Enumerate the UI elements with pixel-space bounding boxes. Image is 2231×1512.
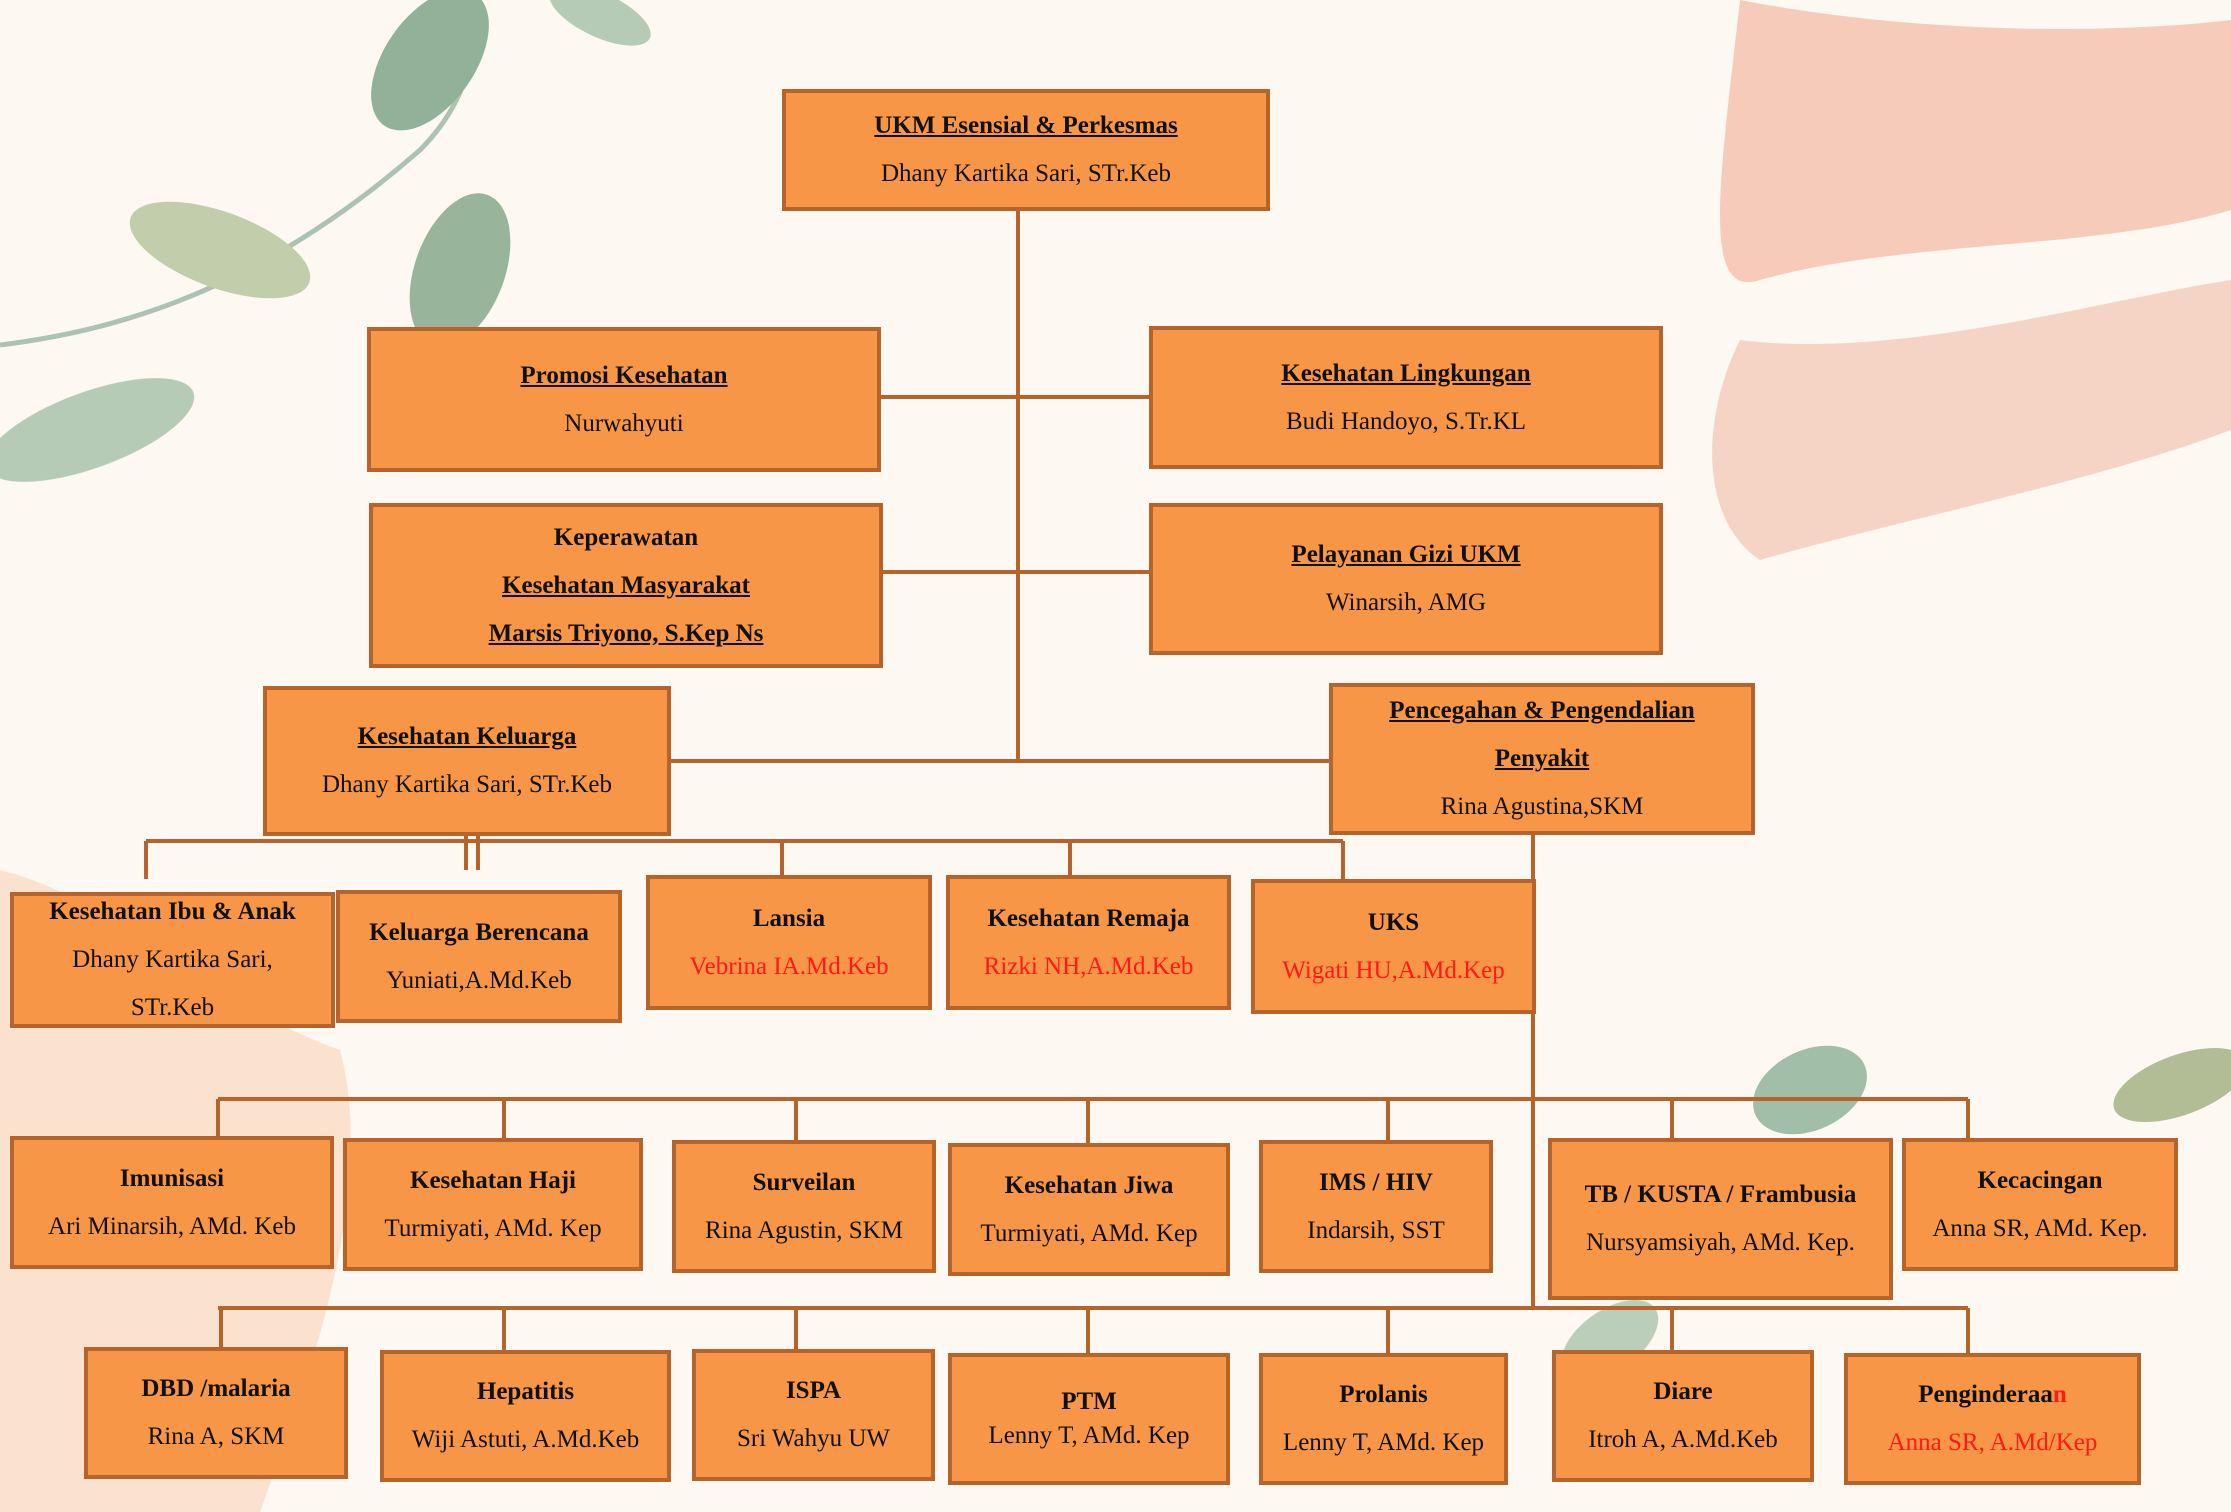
node-title: Kesehatan Haji xyxy=(410,1166,576,1194)
node-person: Lenny T, AMd. Kep xyxy=(988,1422,1190,1449)
node-person: Rizki NH,A.Md.Keb xyxy=(983,952,1194,980)
node-person: Wigati HU,A.Md.Kep xyxy=(1282,956,1505,984)
org-node-uks: UKS Wigati HU,A.Md.Kep xyxy=(1251,879,1536,1014)
node-person: Marsis Triyono, S.Kep Ns xyxy=(488,619,764,647)
node-title-main: Penginderaa xyxy=(1918,1381,2053,1408)
node-person: Wiji Astuti, A.Md.Keb xyxy=(411,1426,640,1453)
org-node-keluarga-berencana: Keluarga Berencana Yuniati,A.Md.Keb xyxy=(336,890,622,1023)
node-title: Keluarga Berencana xyxy=(369,918,589,946)
org-node-hepatitis: Hepatitis Wiji Astuti, A.Md.Keb xyxy=(380,1350,671,1482)
node-person: Anna SR, A.Md/Kep xyxy=(1887,1429,2098,1456)
node-title: UKS xyxy=(1367,908,1420,936)
org-node-promosi-kesehatan: Promosi Kesehatan Nurwahyuti xyxy=(367,327,881,472)
org-node-pelayanan-gizi: Pelayanan Gizi UKM Winarsih, AMG xyxy=(1149,503,1663,655)
node-person: Dhany Kartika Sari, STr.Keb xyxy=(321,771,613,798)
node-title: ISPA xyxy=(785,1377,842,1404)
node-title: Kecacingan xyxy=(1977,1166,2103,1194)
node-person: Nursyamsiyah, AMd. Kep. xyxy=(1586,1229,1855,1256)
node-title: Penginderaan xyxy=(1918,1371,2067,1419)
org-node-ptm: PTM Lenny T, AMd. Kep xyxy=(948,1353,1230,1485)
node-person: Turmiyati, AMd. Kep xyxy=(980,1219,1198,1247)
node-title: Hepatitis xyxy=(476,1378,575,1405)
node-person: Ari Minarsih, AMd. Keb xyxy=(48,1212,296,1240)
node-title: UKM Esensial & Perkesmas xyxy=(874,112,1178,139)
org-node-kesehatan-jiwa: Kesehatan Jiwa Turmiyati, AMd. Kep xyxy=(948,1143,1230,1276)
org-node-lansia: Lansia Vebrina IA.Md.Keb xyxy=(646,875,932,1010)
node-person: Rina Agustina,SKM xyxy=(1440,793,1644,820)
node-person: Budi Handoyo, S.Tr.KL xyxy=(1285,407,1527,435)
node-person: Turmiyati, AMd. Kep xyxy=(384,1214,602,1242)
node-person: Rina A, SKM xyxy=(147,1423,285,1450)
org-node-ukm-esensial: UKM Esensial & Perkesmas Dhany Kartika S… xyxy=(782,89,1270,211)
org-node-ims-hiv: IMS / HIV Indarsih, SST xyxy=(1259,1140,1493,1273)
node-title: Prolanis xyxy=(1339,1381,1428,1408)
node-title: Promosi Kesehatan xyxy=(520,361,728,389)
node-title: Surveilan xyxy=(752,1168,856,1196)
node-title: Imunisasi xyxy=(119,1164,225,1192)
node-title-end: n xyxy=(2052,1381,2067,1408)
node-person: Anna SR, AMd. Kep. xyxy=(1932,1214,2148,1242)
node-person-line-2: STr.Keb xyxy=(130,994,215,1021)
org-node-imunisasi: Imunisasi Ari Minarsih, AMd. Keb xyxy=(10,1136,334,1269)
org-node-tb-kusta-frambusia: TB / KUSTA / Frambusia Nursyamsiyah, AMd… xyxy=(1548,1138,1893,1300)
node-person-line-1: Dhany Kartika Sari, xyxy=(72,946,273,973)
org-node-perkesmas: Keperawatan Kesehatan Masyarakat Marsis … xyxy=(369,503,883,668)
node-title: DBD /malaria xyxy=(141,1375,291,1402)
node-person: Itroh A, A.Md.Keb xyxy=(1588,1426,1778,1453)
node-person: Sri Wahyu UW xyxy=(736,1425,891,1452)
node-person: Nurwahyuti xyxy=(564,409,684,437)
node-title: IMS / HIV xyxy=(1319,1168,1433,1196)
node-title: PTM xyxy=(1061,1388,1117,1415)
org-node-ispa: ISPA Sri Wahyu UW xyxy=(692,1349,935,1481)
node-title-line-1: Pencegahan & Pengendalian xyxy=(1389,697,1695,724)
node-person: Winarsih, AMG xyxy=(1325,589,1487,616)
node-title: Kesehatan Jiwa xyxy=(1004,1171,1174,1199)
org-node-surveilan: Surveilan Rina Agustin, SKM xyxy=(672,1140,936,1273)
node-title-line-1: Keperawatan xyxy=(553,523,699,551)
org-node-kesehatan-keluarga: Kesehatan Keluarga Dhany Kartika Sari, S… xyxy=(263,686,671,836)
node-title: Lansia xyxy=(752,904,826,932)
node-person: Dhany Kartika Sari, STr.Keb xyxy=(880,160,1172,187)
org-node-p2p: Pencegahan & Pengendalian Penyakit Rina … xyxy=(1329,683,1755,835)
node-title: Diare xyxy=(1653,1378,1713,1405)
org-node-diare: Diare Itroh A, A.Md.Keb xyxy=(1552,1350,1814,1482)
org-node-kesehatan-haji: Kesehatan Haji Turmiyati, AMd. Kep xyxy=(343,1138,643,1271)
node-title: TB / KUSTA / Frambusia xyxy=(1584,1181,1857,1208)
node-person: Yuniati,A.Md.Keb xyxy=(386,966,572,994)
node-title: Kesehatan Ibu & Anak xyxy=(49,898,296,925)
node-title-line-2: Penyakit xyxy=(1494,745,1590,772)
node-title: Kesehatan Lingkungan xyxy=(1281,359,1531,387)
org-node-prolanis: Prolanis Lenny T, AMd. Kep xyxy=(1259,1353,1508,1485)
node-title: Kesehatan Remaja xyxy=(987,904,1190,932)
node-person: Rina Agustin, SKM xyxy=(705,1216,903,1244)
node-title: Kesehatan Keluarga xyxy=(357,723,577,750)
brush-stroke-decoration xyxy=(1720,0,2231,283)
org-node-dbd-malaria: DBD /malaria Rina A, SKM xyxy=(84,1347,348,1479)
node-title-line-2: Kesehatan Masyarakat xyxy=(502,571,750,599)
org-node-kesehatan-ibu-anak: Kesehatan Ibu & Anak Dhany Kartika Sari,… xyxy=(10,892,335,1028)
node-person: Lenny T, AMd. Kep xyxy=(1282,1429,1485,1456)
node-person: Vebrina IA.Md.Keb xyxy=(689,952,889,980)
org-node-penginderaan: Penginderaan Anna SR, A.Md/Kep xyxy=(1844,1353,2141,1485)
org-node-kesehatan-remaja: Kesehatan Remaja Rizki NH,A.Md.Keb xyxy=(946,875,1231,1010)
org-node-kesehatan-lingkungan: Kesehatan Lingkungan Budi Handoyo, S.Tr.… xyxy=(1149,326,1663,469)
node-title: Pelayanan Gizi UKM xyxy=(1291,541,1521,568)
node-person: Indarsih, SST xyxy=(1307,1216,1445,1244)
org-node-kecacingan: Kecacingan Anna SR, AMd. Kep. xyxy=(1902,1138,2178,1271)
